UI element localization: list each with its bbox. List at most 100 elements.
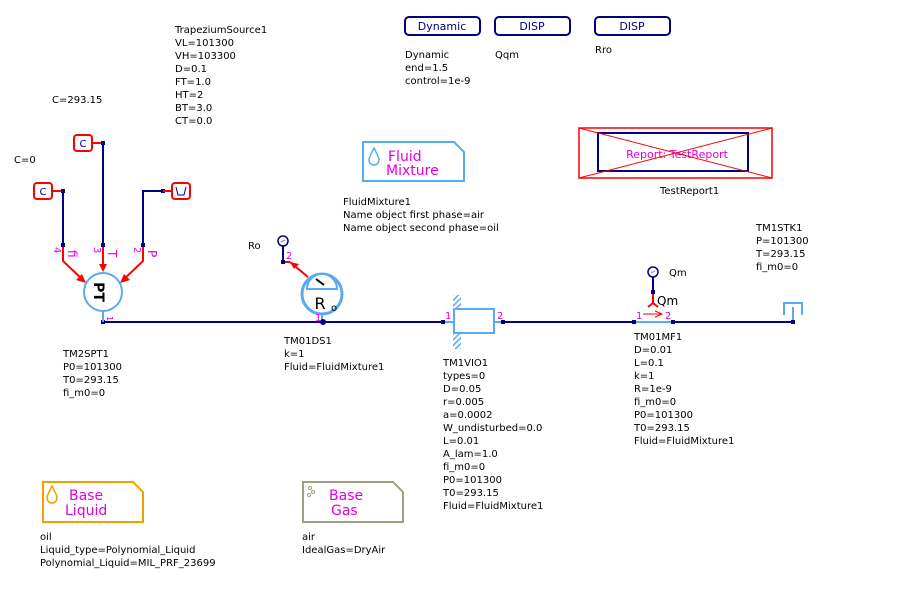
caption-line: FluidMixture1 [343,197,411,208]
pt-sensor-pin-labels: 4 3 2 fi T P 1 [51,247,159,321]
pin-label: 1 [445,311,451,322]
caption-line: VL=101300 [175,38,234,49]
caption-line: T0=293.15 [633,423,690,434]
density-display[interactable] [277,235,289,264]
pin-label: 1 [105,316,114,321]
caption-line: T0=293.15 [442,488,499,499]
volume-component[interactable] [441,295,505,349]
fluid-mixture-caption: FluidMixture1 Name object first phase=ai… [343,197,499,234]
caption-line: Polynomial_Liquid=MIL_PRF_23699 [40,558,216,569]
constant-icon-text: C [40,187,47,198]
signal-wires [56,141,165,283]
port-label-fi: fi [65,250,79,258]
dynamic-caption-line: control=1e-9 [405,76,471,87]
caption-line: T=293.15 [755,249,805,260]
base-gas-tile[interactable]: Base Gas [302,481,404,523]
caption-line: R=1e-9 [634,384,672,395]
disp-ro-caption: Rro [595,45,612,56]
pin-label: 3 [91,247,102,253]
caption-line: P0=101300 [63,362,122,373]
caption-line: T0=293.15 [62,375,119,386]
pin-label: 2 [497,311,503,322]
dynamic-button[interactable]: Dynamic [404,16,481,36]
density-sensor-subscript: o [331,303,337,314]
base-gas-caption: air IdealGas=DryAir [302,532,386,556]
caption-line: L=0.01 [443,436,479,447]
disp-qm-caption: Qqm [495,50,519,61]
disp-qm-button-label: DISP [519,20,545,33]
caption-line: P0=101300 [634,410,693,421]
caption-line: Name object first phase=air [343,210,485,221]
test-report-label: Report: TestReport [626,148,728,161]
pt-sensor[interactable]: PT [83,272,123,322]
disp-qm-button[interactable]: DISP [494,16,571,36]
caption-line: Fluid=FluidMixture1 [284,362,384,373]
base-liquid-tile[interactable]: Base Liquid [42,481,144,523]
caption-line: TM2SPT1 [62,349,109,360]
mass-flow-component[interactable] [632,294,675,324]
caption-line: BT=3.0 [175,103,212,114]
caption-line: Fluid=FluidMixture1 [634,436,734,447]
disp-ro-button-label: DISP [619,20,645,33]
tile-line: Liquid [65,503,107,519]
density-sensor[interactable]: R o [300,272,344,325]
stack-component[interactable] [783,302,803,324]
dynamic-caption-line: end=1.5 [405,63,448,74]
caption-line: D=0.1 [175,64,207,75]
pin-label: 2 [286,251,292,262]
caption-line: fi_m0=0 [443,462,485,473]
dynamic-caption-line: Dynamic [405,50,449,61]
mass-flow-display[interactable] [647,266,659,294]
pin-label: 2 [131,247,142,253]
caption-line: types=0 [443,371,485,382]
caption-line: oil [40,532,52,543]
caption-line: Fluid=FluidMixture1 [443,501,543,512]
tile-line: Gas [331,503,358,519]
caption-line: VH=103300 [175,51,236,62]
test-report-block[interactable]: Report: TestReport [578,127,773,179]
constant-fi-block[interactable]: C [33,182,61,200]
caption-line: fi_m0=0 [756,262,798,273]
pin-label: 4 [51,247,62,253]
test-report-caption: TestReport1 [659,186,719,197]
density-sensor-caption: TM01DS1 k=1 Fluid=FluidMixture1 [283,336,384,373]
caption-line: fi_m0=0 [634,397,676,408]
caption-line: D=0.01 [634,345,672,356]
volume-caption: TM1VIO1 types=0 D=0.05 r=0.005 a=0.0002 … [442,358,543,512]
caption-line: k=1 [284,349,305,360]
pt-sensor-caption: TM2SPT1 P0=101300 T0=293.15 fi_m0=0 [62,349,122,399]
caption-line: TM1VIO1 [442,358,488,369]
caption-line: TM1STK1 [755,223,802,234]
caption-line: HT=2 [175,90,203,101]
pin-label: 2 [665,311,671,322]
trapezium-source-block[interactable] [163,182,191,200]
caption-line: a=0.0002 [443,410,493,421]
stack-caption: TM1STK1 P=101300 T=293.15 fi_m0=0 [755,223,809,273]
fluid-mixture-tile[interactable]: Fluid Mixture [362,141,465,182]
density-signal-arrow [285,261,309,278]
caption-line: IdealGas=DryAir [302,545,386,556]
mass-flow-display-label: Qm [669,268,687,279]
caption-line: A_lam=1.0 [443,449,498,460]
trapezium-icon [175,186,187,196]
density-sensor-symbol: R [314,294,325,313]
caption-line: TM01MF1 [633,332,682,343]
caption-line: r=0.005 [443,397,484,408]
caption-line: fi_m0=0 [63,388,105,399]
mass-flow-port-label: Qm [657,294,678,308]
drop-icon [46,484,58,504]
caption-line: P0=101300 [443,475,502,486]
dynamic-button-label: Dynamic [418,20,467,33]
caption-line: TM01DS1 [283,336,332,347]
caption-line: D=0.05 [443,384,481,395]
caption-line: TrapeziumSource1 [174,25,267,36]
trapezium-source-caption: TrapeziumSource1 VL=101300 VH=103300 D=0… [174,25,267,127]
constant-fi-caption: C=0 [14,155,36,166]
caption-line: Liquid_type=Polynomial_Liquid [40,545,195,556]
constant-t-block[interactable]: C [73,134,101,152]
disp-ro-button[interactable]: DISP [594,16,671,36]
pin-label: 1 [315,313,321,324]
gas-molecules-icon [307,486,315,497]
caption-line: FT=1.0 [175,77,211,88]
